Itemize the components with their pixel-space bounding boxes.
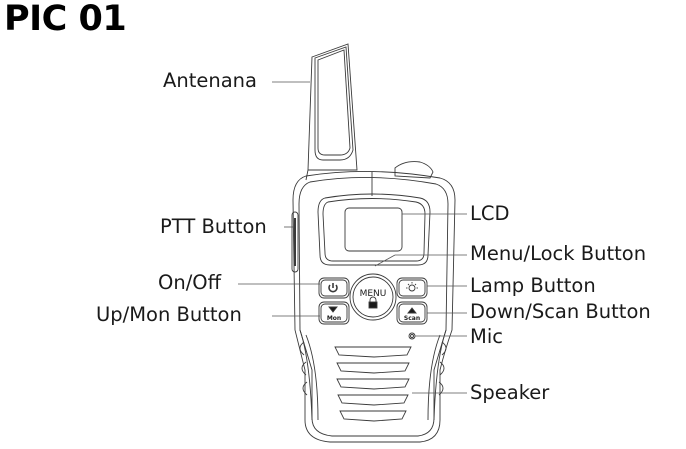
label-up-mon-button: Up/Mon Button (96, 303, 242, 326)
label-speaker: Speaker (470, 381, 550, 404)
antenna (305, 43, 358, 181)
label-lamp-button: Lamp Button (470, 274, 596, 297)
scan-button-text: Scan (404, 315, 420, 322)
top-knob (394, 161, 434, 179)
lcd-bezel (317, 193, 431, 266)
figure-title: PIC 01 (4, 0, 127, 39)
buttons (318, 273, 428, 340)
mon-button-text: Mon (327, 315, 341, 322)
side-grips (299, 329, 447, 421)
label-ptt-button: PTT Button (160, 215, 267, 238)
speaker-grille (334, 346, 412, 422)
ptt-button-shape (291, 211, 299, 273)
label-on-off: On/Off (158, 271, 222, 294)
leader-lines (238, 81, 467, 394)
label-down-scan-button: Down/Scan Button (470, 300, 651, 323)
menu-button-text: MENU (360, 289, 387, 299)
label-menu-lock-button: Menu/Lock Button (470, 242, 647, 265)
label-lcd: LCD (470, 202, 510, 225)
label-mic: Mic (470, 325, 503, 348)
label-antenna: Antenana (163, 69, 257, 92)
lcd-screen (344, 207, 403, 252)
